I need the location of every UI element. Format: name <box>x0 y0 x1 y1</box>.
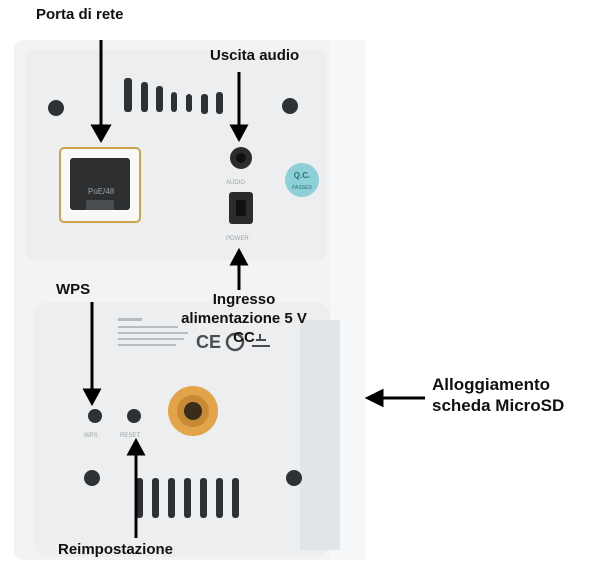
arrow-down-icon <box>82 388 102 407</box>
fcc-mark-icon <box>225 332 245 352</box>
arrow-down-icon <box>229 124 249 143</box>
reset-label: Reimpostazione <box>58 541 174 558</box>
qc-sticker-line2: PASSED <box>292 185 312 191</box>
audio-out-label: Uscita audio <box>210 47 300 64</box>
ce-mark-icon: CE <box>196 332 221 352</box>
power-input-label: Ingresso alimentazione 5 V CC <box>170 290 318 347</box>
screw-icon <box>282 98 298 114</box>
qc-sticker-icon <box>285 163 319 197</box>
device-shadow <box>300 320 340 550</box>
screw-icon <box>286 470 302 486</box>
wps-small-label: WPS <box>84 433 98 439</box>
microsd-slot-label: Alloggiamento scheda MicroSD <box>432 374 564 416</box>
arrow-up-icon <box>126 437 146 456</box>
audio-port-label: AUDIO <box>226 180 245 186</box>
reset-button-icon <box>127 409 141 423</box>
wps-button-icon <box>88 409 102 423</box>
screw-icon <box>84 470 100 486</box>
power-port-label: POWER <box>226 236 249 242</box>
arrow-left-icon <box>364 388 384 408</box>
ethernet-port-icon <box>59 147 141 223</box>
wps-label: WPS <box>56 281 91 298</box>
arrow-up-icon <box>229 247 249 266</box>
top-vents <box>124 78 223 114</box>
microsd-label-line1: Alloggiamento <box>432 375 551 394</box>
arrow-down-icon <box>90 124 112 144</box>
power-input-label-line1: Ingresso <box>212 291 276 308</box>
compliance-label <box>118 318 188 346</box>
microsd-label-line2: scheda MicroSD <box>432 396 565 415</box>
screw-icon <box>48 100 64 116</box>
callout-arrows <box>82 40 425 538</box>
port-label: PoE/48 <box>88 187 115 196</box>
power-input-label-line2: alimentazione 5 V CC <box>181 310 307 346</box>
bottom-vents <box>136 478 239 518</box>
recycling-mark-icon <box>252 334 270 347</box>
qc-sticker-line1: Q.C. <box>294 171 310 180</box>
reset-small-label: RESET <box>120 433 140 439</box>
network-port-label: Porta di rete <box>36 6 124 23</box>
